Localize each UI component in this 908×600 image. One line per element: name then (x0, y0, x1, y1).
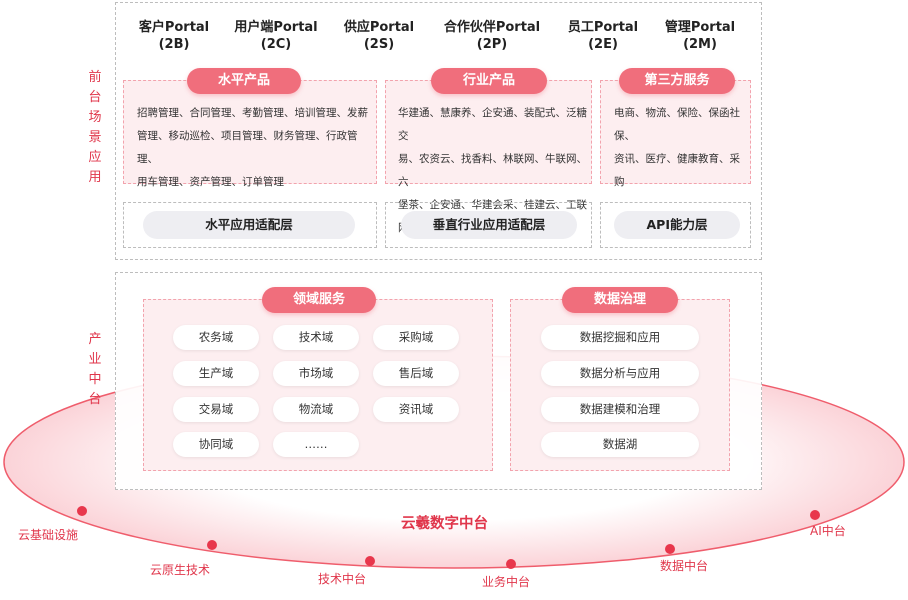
vertical-layer-frame (385, 202, 592, 248)
domain-item[interactable]: 农务域 (173, 325, 259, 350)
portal-name: 供应Portal (343, 20, 415, 35)
domain-item[interactable]: 资讯域 (373, 397, 459, 422)
vertical-adapter-layer[interactable]: 垂直行业应用适配层 (401, 211, 577, 239)
foundation-dot (665, 544, 675, 554)
industry-products-title: 行业产品 (431, 68, 547, 94)
text-line: 华建通、慧康养、企安通、装配式、泛糖交 (398, 107, 587, 142)
domain-item[interactable]: 协同域 (173, 432, 259, 457)
portal-name: 用户端Portal (234, 20, 318, 35)
horizontal-layer-frame (123, 202, 377, 248)
api-layer-frame (600, 202, 751, 248)
text-line: 管理、移动巡检、项目管理、财务管理、行政管理、 (137, 130, 358, 165)
portal-2c[interactable]: 用户端Portal (2C) (230, 19, 322, 53)
foundation-point-cloud-native: 云原生技术 (150, 563, 211, 577)
portal-name: 员工Portal (567, 20, 639, 35)
horizontal-products-title: 水平产品 (187, 68, 301, 94)
governance-item[interactable]: 数据湖 (541, 432, 699, 457)
portal-name: 客户Portal (138, 20, 210, 35)
domain-item[interactable]: 技术域 (273, 325, 359, 350)
front-side-label: 前台场景应用 (88, 70, 102, 185)
middle-side-label: 产业中台 (88, 332, 102, 407)
domain-item[interactable]: 物流域 (273, 397, 359, 422)
domain-item[interactable]: 售后域 (373, 361, 459, 386)
portal-name: 管理Portal (664, 20, 736, 35)
foundation-dot (365, 556, 375, 566)
text-line: 招聘管理、合同管理、考勤管理、培训管理、发薪 (137, 107, 368, 119)
third-party-text: 电商、物流、保险、保函社保、 资讯、医疗、健康教育、采购 (614, 102, 750, 194)
portal-code: (2S) (363, 37, 395, 52)
text-line: 电商、物流、保险、保函社保、 (614, 107, 740, 142)
text-line: 易、农资云、找香料、林联网、牛联网、六 (398, 153, 587, 188)
portal-2m[interactable]: 管理Portal (2M) (658, 19, 742, 53)
governance-item[interactable]: 数据分析与应用 (541, 361, 699, 386)
portal-2s[interactable]: 供应Portal (2S) (337, 19, 421, 53)
third-party-box (600, 80, 751, 184)
foundation-dot (810, 510, 820, 520)
portal-code: (2E) (588, 37, 618, 52)
foundation-dot (506, 559, 516, 569)
foundation-point-tech-platform: 技术中台 (318, 572, 367, 586)
foundation-dot (77, 506, 87, 516)
foundation-point-data-platform: 数据中台 (660, 559, 709, 573)
domain-item[interactable]: …… (273, 432, 359, 457)
portal-2p[interactable]: 合作伙伴Portal (2P) (438, 19, 546, 53)
portal-code: (2C) (260, 37, 292, 52)
portal-code: (2B) (158, 37, 190, 52)
governance-item[interactable]: 数据挖掘和应用 (541, 325, 699, 350)
horizontal-adapter-layer[interactable]: 水平应用适配层 (143, 211, 355, 239)
industry-products-box (385, 80, 592, 184)
api-capability-layer[interactable]: API能力层 (614, 211, 740, 239)
domain-services-title: 领域服务 (262, 287, 376, 313)
domain-item[interactable]: 采购域 (373, 325, 459, 350)
foundation-point-ai-platform: AI中台 (810, 524, 846, 538)
portal-code: (2P) (476, 37, 508, 52)
domain-item[interactable]: 市场域 (273, 361, 359, 386)
foundation-point-business-platform: 业务中台 (482, 575, 531, 589)
foundation-title: 云羲数字中台 (401, 516, 488, 532)
portal-2e[interactable]: 员工Portal (2E) (562, 19, 644, 53)
domain-item[interactable]: 交易域 (173, 397, 259, 422)
portal-name: 合作伙伴Portal (443, 20, 541, 35)
text-line: 用车管理、资产管理、订单管理 (137, 176, 284, 188)
portal-code: (2M) (683, 37, 717, 52)
foundation-dot (207, 540, 217, 550)
third-party-title: 第三方服务 (619, 68, 735, 94)
governance-item[interactable]: 数据建模和治理 (541, 397, 699, 422)
horizontal-products-text: 招聘管理、合同管理、考勤管理、培训管理、发薪 管理、移动巡检、项目管理、财务管理… (137, 102, 373, 194)
portal-2b[interactable]: 客户Portal (2B) (132, 19, 216, 53)
foundation-point-cloud-infra: 云基础设施 (18, 528, 79, 542)
data-governance-title: 数据治理 (562, 287, 678, 313)
domain-item[interactable]: 生产域 (173, 361, 259, 386)
text-line: 资讯、医疗、健康教育、采购 (614, 153, 740, 188)
